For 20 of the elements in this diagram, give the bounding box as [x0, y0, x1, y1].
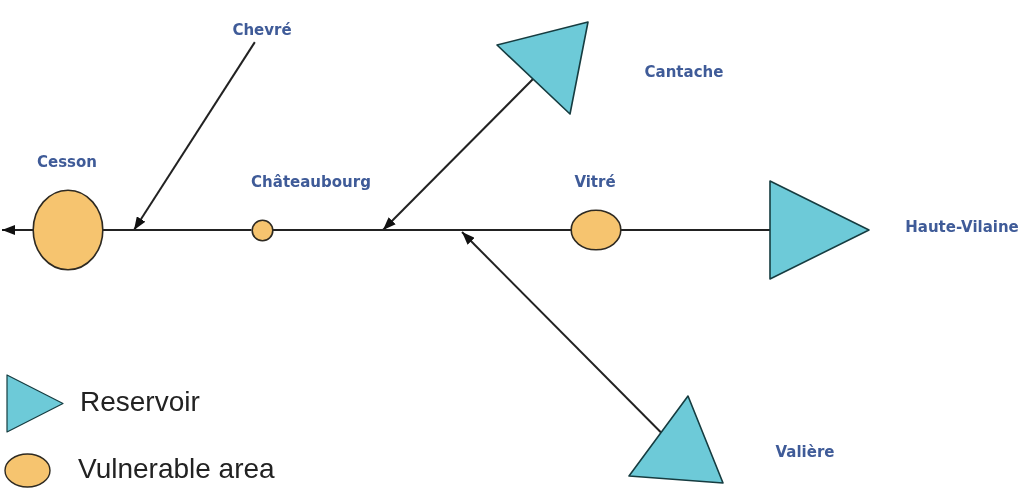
river-line	[620, 229, 771, 231]
reservoir-triangle	[496, 21, 589, 115]
vulnerable-area-circle	[250, 218, 274, 242]
place-label: Chevré	[232, 22, 292, 40]
place-label: Haute-Vilaine	[905, 219, 1019, 237]
vulnerable-area-circle	[32, 189, 104, 271]
place-label: Châteaubourg	[251, 174, 371, 192]
place-label: Cesson	[37, 154, 97, 172]
arrow	[133, 41, 256, 231]
arrow	[461, 231, 663, 434]
place-label: Cantache	[644, 64, 724, 82]
vulnerable-area-ellipse	[570, 209, 622, 251]
reservoir-triangle	[769, 180, 870, 280]
arrow	[382, 78, 535, 231]
legend-text: Reservoir	[80, 386, 200, 418]
reservoir-triangle	[628, 395, 724, 484]
legend-text: Vulnerable area	[78, 453, 275, 485]
arrow	[1, 225, 34, 235]
place-label: Vitré	[574, 174, 616, 192]
place-label: Valière	[775, 444, 835, 462]
